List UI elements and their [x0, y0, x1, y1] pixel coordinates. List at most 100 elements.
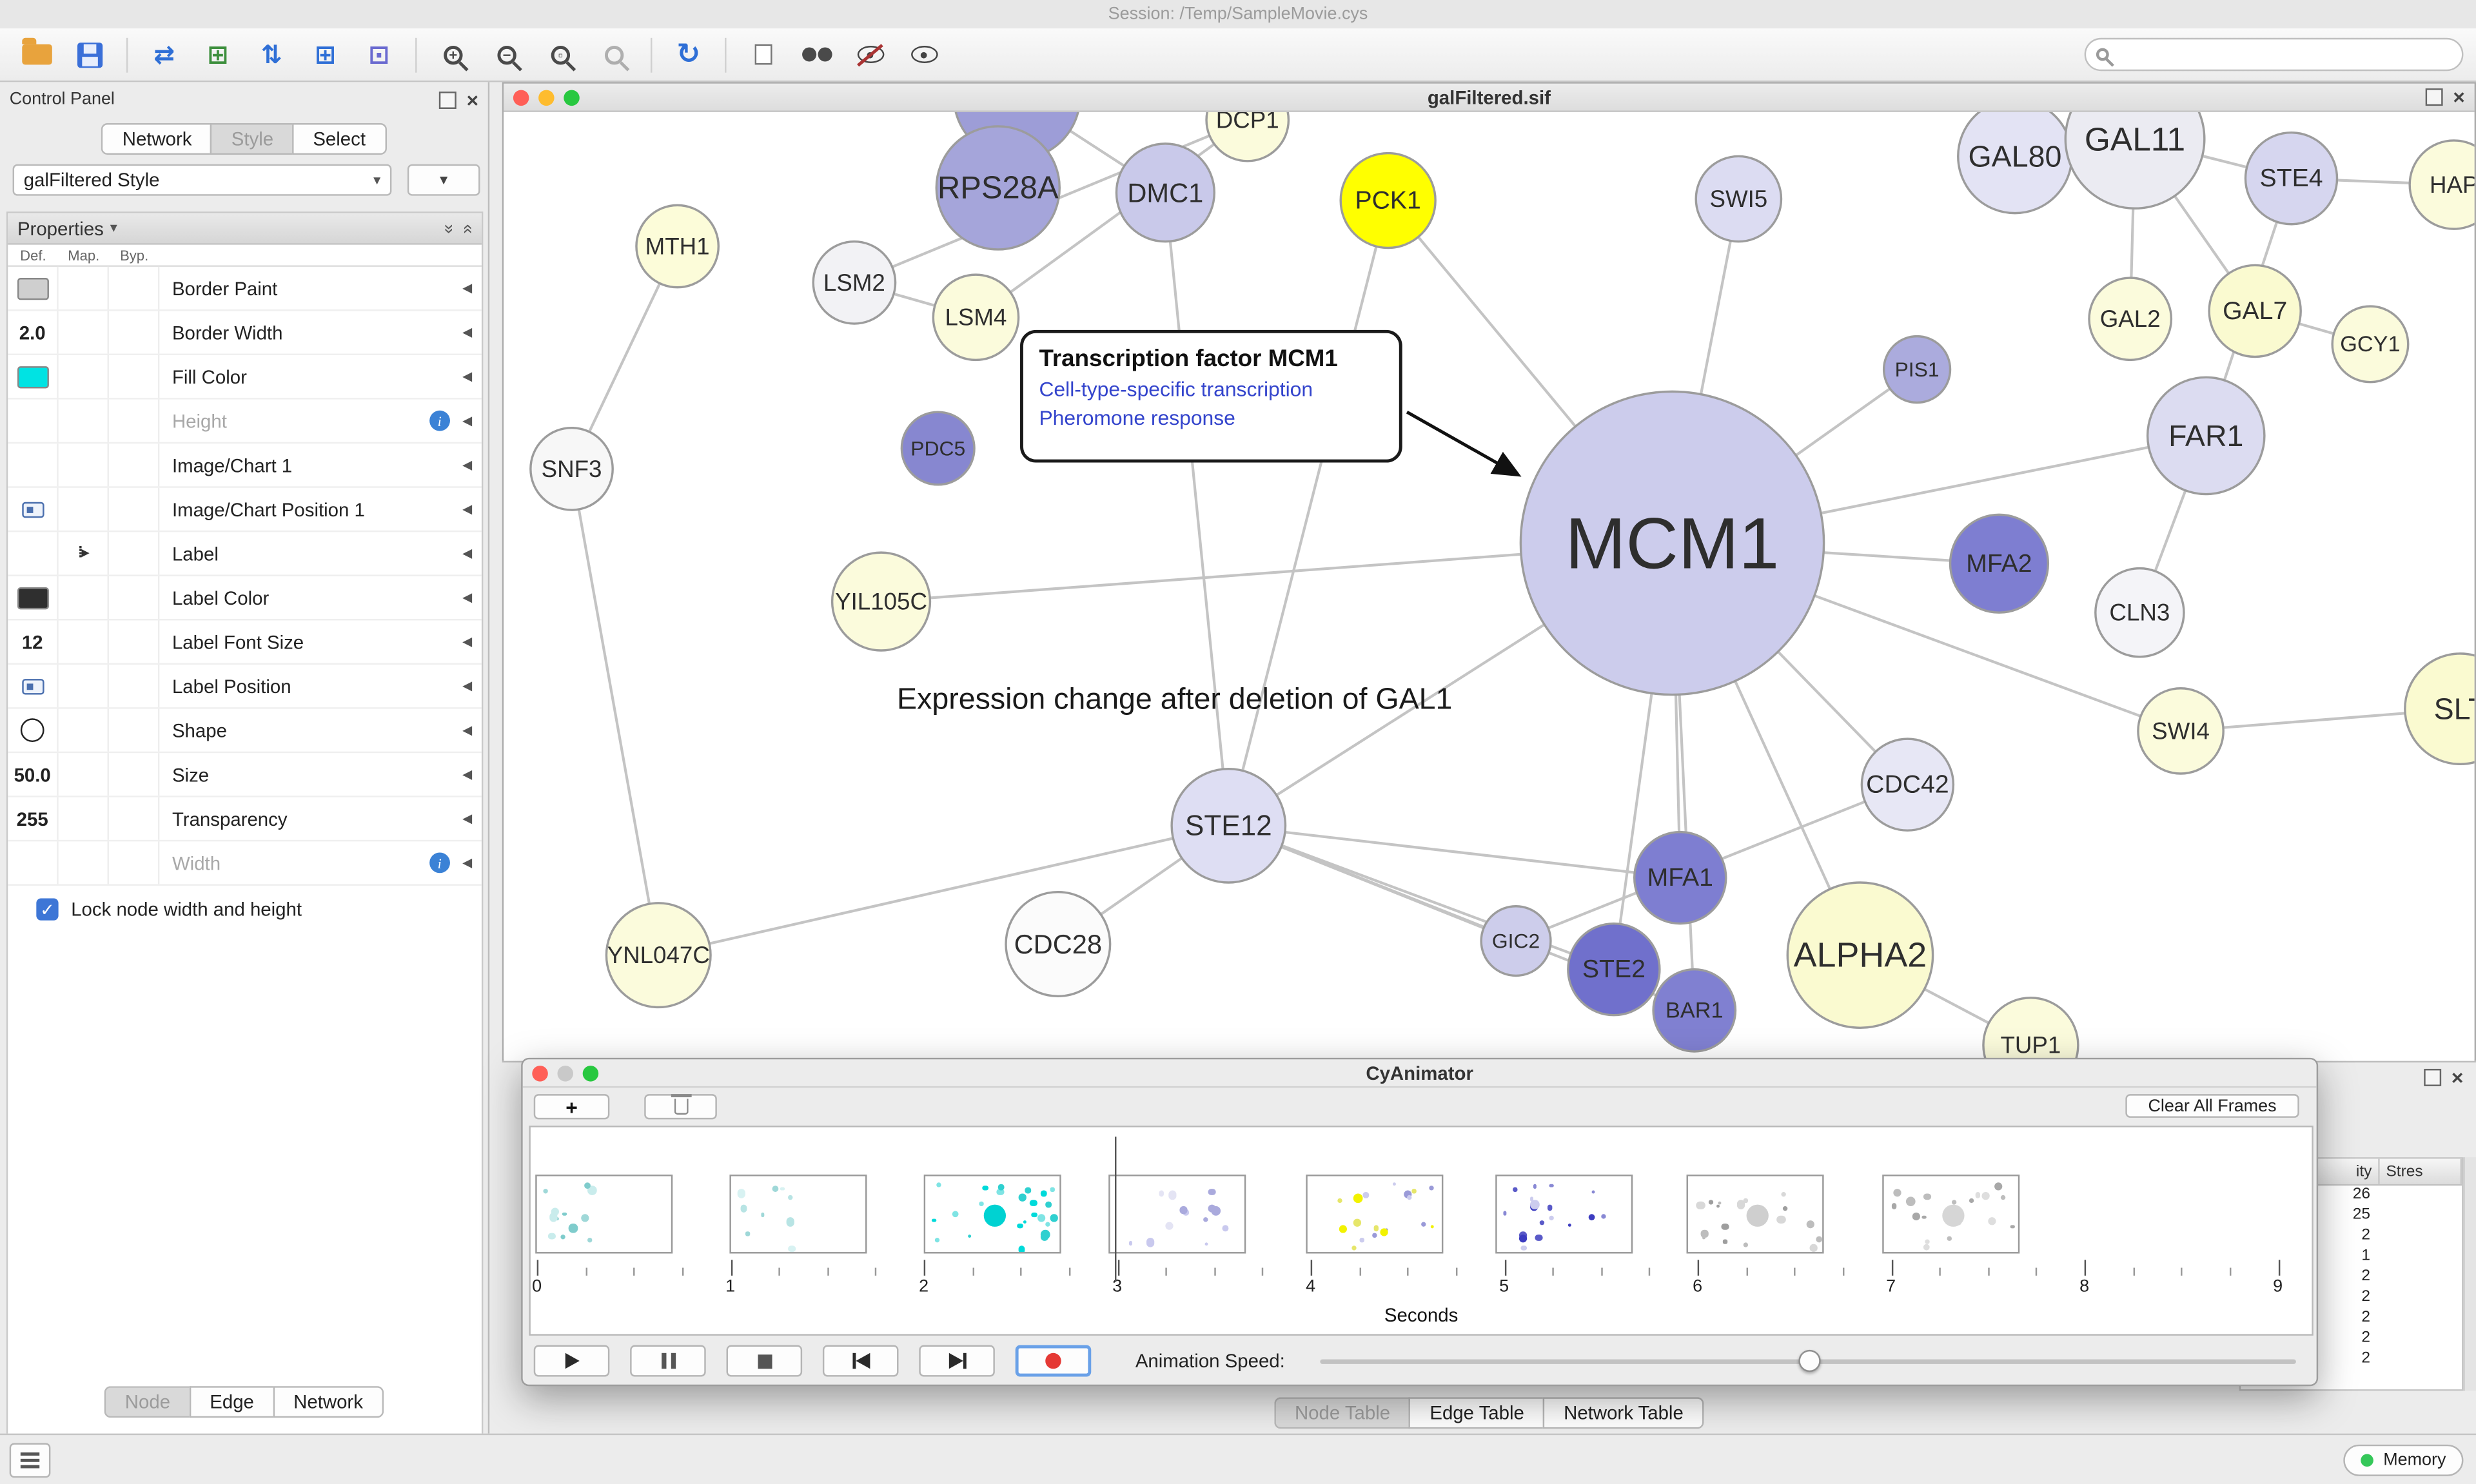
- first-neighbors-icon[interactable]: [792, 32, 840, 77]
- pause-button[interactable]: [630, 1345, 706, 1377]
- edge-STE12-DMC1[interactable]: [1164, 192, 1230, 826]
- network-graph[interactable]: RPS28BRPS28AMTH1LSM2LSM4DMC1DCP1PCK1SWI5…: [504, 112, 2475, 1063]
- node-SWI4[interactable]: SWI4: [2137, 687, 2225, 775]
- minimize-window-icon[interactable]: [557, 1064, 573, 1081]
- node-MTH1[interactable]: MTH1: [635, 204, 720, 289]
- tab-style[interactable]: Style: [210, 123, 293, 155]
- property-row-image-chart-1[interactable]: Image/Chart 1◀: [8, 444, 482, 488]
- mapping-cell[interactable]: [59, 444, 109, 487]
- next-frame-button[interactable]: [919, 1345, 995, 1377]
- mapping-cell[interactable]: [59, 708, 109, 752]
- node-HAP[interactable]: HAP: [2408, 139, 2475, 230]
- property-row-label-color[interactable]: Label Color◀: [8, 576, 482, 621]
- save-session-icon[interactable]: [66, 32, 113, 77]
- mapping-cell[interactable]: [59, 665, 109, 708]
- bypass-cell[interactable]: [109, 355, 160, 398]
- style-target-tab-network[interactable]: Network: [273, 1386, 384, 1418]
- frame-thumbnail-3[interactable]: [1108, 1175, 1246, 1254]
- table-tab-node-table[interactable]: Node Table: [1274, 1397, 1410, 1429]
- slider-thumb[interactable]: [1798, 1349, 1820, 1372]
- style-target-tab-node[interactable]: Node: [104, 1386, 190, 1418]
- memory-button[interactable]: Memory: [2343, 1444, 2464, 1476]
- table-row[interactable]: 25: [2241, 1206, 2462, 1227]
- playhead[interactable]: [1114, 1137, 1117, 1282]
- show-all-icon[interactable]: [900, 32, 947, 77]
- property-row-label-position[interactable]: Label Position◀: [8, 665, 482, 709]
- expand-arrow-icon[interactable]: ◀: [462, 369, 473, 384]
- default-cell[interactable]: 12: [8, 620, 59, 663]
- network-canvas[interactable]: RPS28BRPS28AMTH1LSM2LSM4DMC1DCP1PCK1SWI5…: [504, 112, 2475, 1063]
- table-row[interactable]: 2: [2241, 1288, 2462, 1309]
- node-DMC1[interactable]: DMC1: [1115, 142, 1215, 243]
- expand-arrow-icon[interactable]: ◀: [462, 280, 473, 295]
- close-table-panel-icon[interactable]: ×: [2451, 1066, 2464, 1089]
- clone-network-icon[interactable]: [739, 32, 786, 77]
- close-window-icon[interactable]: [532, 1064, 548, 1081]
- mapping-cell[interactable]: [59, 355, 109, 398]
- expand-arrow-icon[interactable]: ◀: [462, 634, 473, 649]
- node-BAR1[interactable]: BAR1: [1652, 968, 1737, 1053]
- expand-arrow-icon[interactable]: ◀: [462, 590, 473, 605]
- close-view-icon[interactable]: ×: [2453, 85, 2465, 109]
- style-target-tab-edge[interactable]: Edge: [189, 1386, 273, 1418]
- bypass-cell[interactable]: [109, 311, 160, 354]
- table-tab-edge-table[interactable]: Edge Table: [1409, 1397, 1544, 1429]
- node-STE12[interactable]: STE12: [1170, 767, 1287, 884]
- default-cell[interactable]: [8, 399, 59, 442]
- zoom-fit-icon[interactable]: ▫: [537, 32, 584, 77]
- mapping-cell[interactable]: [59, 487, 109, 531]
- property-row-fill-color[interactable]: Fill Color◀: [8, 355, 482, 400]
- expand-arrow-icon[interactable]: ◀: [462, 723, 473, 737]
- default-cell[interactable]: [8, 576, 59, 620]
- bypass-cell[interactable]: [109, 841, 160, 884]
- hide-selected-icon[interactable]: [847, 32, 894, 77]
- play-button[interactable]: [533, 1345, 610, 1377]
- node-PDC5[interactable]: PDC5: [900, 411, 976, 486]
- node-FAR1[interactable]: FAR1: [2146, 376, 2266, 496]
- lock-size-checkbox[interactable]: ✓: [36, 898, 59, 921]
- expand-arrow-icon[interactable]: ◀: [462, 413, 473, 428]
- table-row[interactable]: 26: [2241, 1186, 2462, 1206]
- node-STE2[interactable]: STE2: [1567, 922, 1661, 1017]
- frame-thumbnail-2[interactable]: [923, 1175, 1061, 1254]
- frame-thumbnail-1[interactable]: [729, 1175, 867, 1254]
- tab-network[interactable]: Network: [101, 123, 211, 155]
- table-row[interactable]: 2: [2241, 1309, 2462, 1329]
- export-network-icon[interactable]: ⇅: [260, 41, 282, 69]
- mapping-cell[interactable]: [59, 576, 109, 620]
- frame-thumbnail-0[interactable]: [535, 1175, 673, 1254]
- open-session-icon[interactable]: [13, 32, 60, 77]
- node-RPS28A[interactable]: RPS28A: [935, 125, 1061, 251]
- node-YIL105C[interactable]: YIL105C: [830, 551, 932, 652]
- table-tab-network-table[interactable]: Network Table: [1543, 1397, 1704, 1429]
- bypass-cell[interactable]: [109, 487, 160, 531]
- expand-arrow-icon[interactable]: ◀: [462, 811, 473, 826]
- panel-toggle-button[interactable]: [9, 1443, 51, 1478]
- node-SNF3[interactable]: SNF3: [529, 426, 614, 511]
- network-window-titlebar[interactable]: galFiltered.sif ×: [504, 83, 2475, 112]
- bypass-cell[interactable]: [109, 620, 160, 663]
- table-scrollbar[interactable]: [2463, 1157, 2476, 1391]
- edge-SNF3-YNL047C[interactable]: [570, 468, 660, 956]
- default-cell[interactable]: [8, 444, 59, 487]
- node-MCM1[interactable]: MCM1: [1519, 390, 1825, 696]
- node-GAL7[interactable]: GAL7: [2208, 264, 2302, 358]
- expand-arrow-icon[interactable]: ◀: [462, 502, 473, 516]
- bypass-cell[interactable]: [109, 266, 160, 310]
- mapping-cell[interactable]: [59, 841, 109, 884]
- frame-thumbnail-7[interactable]: [1882, 1175, 2020, 1254]
- node-PCK1[interactable]: PCK1: [1339, 151, 1437, 249]
- node-LSM4[interactable]: LSM4: [932, 273, 1020, 362]
- node-LSM2[interactable]: LSM2: [812, 240, 897, 325]
- expand-arrow-icon[interactable]: ◀: [462, 767, 473, 782]
- default-cell[interactable]: [8, 708, 59, 752]
- default-cell[interactable]: 255: [8, 797, 59, 840]
- import-network-icon[interactable]: ⇄: [153, 41, 175, 69]
- expand-all-icon[interactable]: »: [458, 223, 477, 233]
- node-CDC28[interactable]: CDC28: [1005, 890, 1112, 998]
- expand-arrow-icon[interactable]: ◀: [462, 679, 473, 694]
- edge-STE12-YNL047C[interactable]: [658, 824, 1229, 957]
